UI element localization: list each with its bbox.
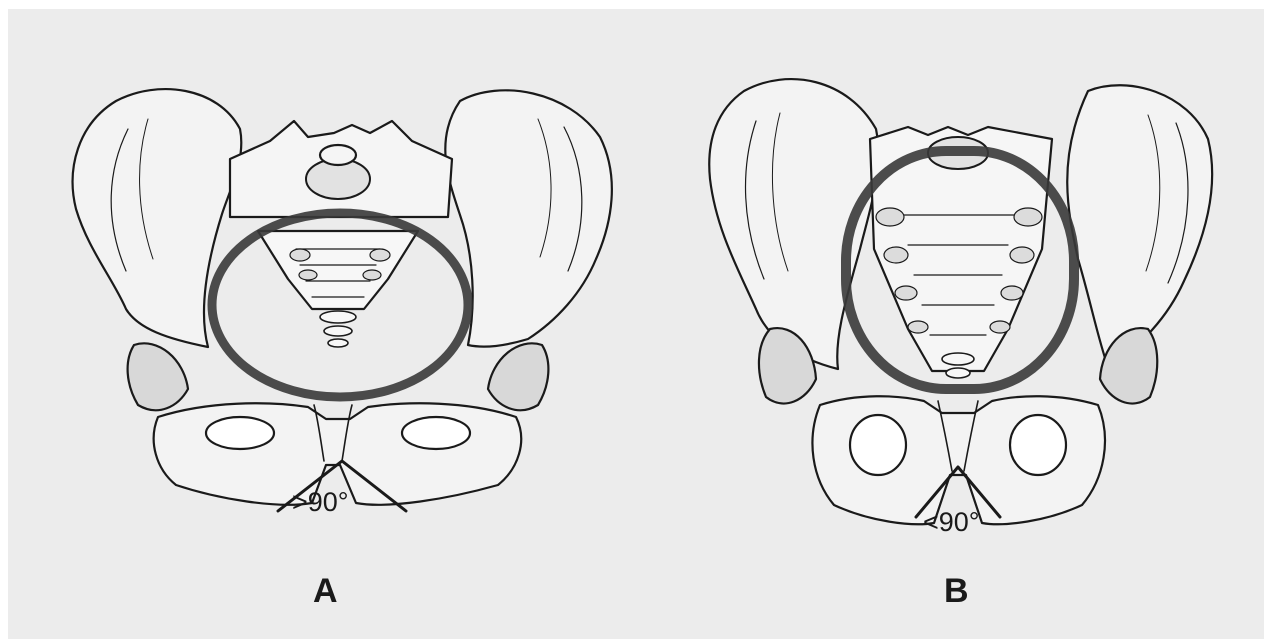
right-acetabulum-b bbox=[1100, 328, 1157, 403]
right-obturator-b bbox=[1010, 415, 1066, 475]
left-ilium-b bbox=[709, 79, 878, 369]
pelvis-comparison-figure: >90° <90° A B bbox=[8, 9, 1264, 639]
panel-letter-a: A bbox=[313, 574, 338, 608]
pubic-arch-b bbox=[812, 396, 1104, 524]
angle-label-a: >90° bbox=[292, 489, 349, 516]
panel-letter-b: B bbox=[944, 574, 969, 608]
left-obturator-b bbox=[850, 415, 906, 475]
sacrum-b bbox=[870, 127, 1052, 371]
angle-label-b: <90° bbox=[923, 509, 980, 536]
left-acetabulum-a bbox=[128, 343, 188, 410]
right-acetabulum-a bbox=[488, 343, 548, 410]
pelvic-inlet-b bbox=[846, 151, 1074, 389]
right-ilium-b bbox=[1067, 85, 1212, 367]
left-acetabulum-b bbox=[759, 328, 816, 403]
left-obturator-a bbox=[206, 417, 274, 449]
pelvis-drawing-a bbox=[8, 9, 638, 639]
right-obturator-a bbox=[402, 417, 470, 449]
